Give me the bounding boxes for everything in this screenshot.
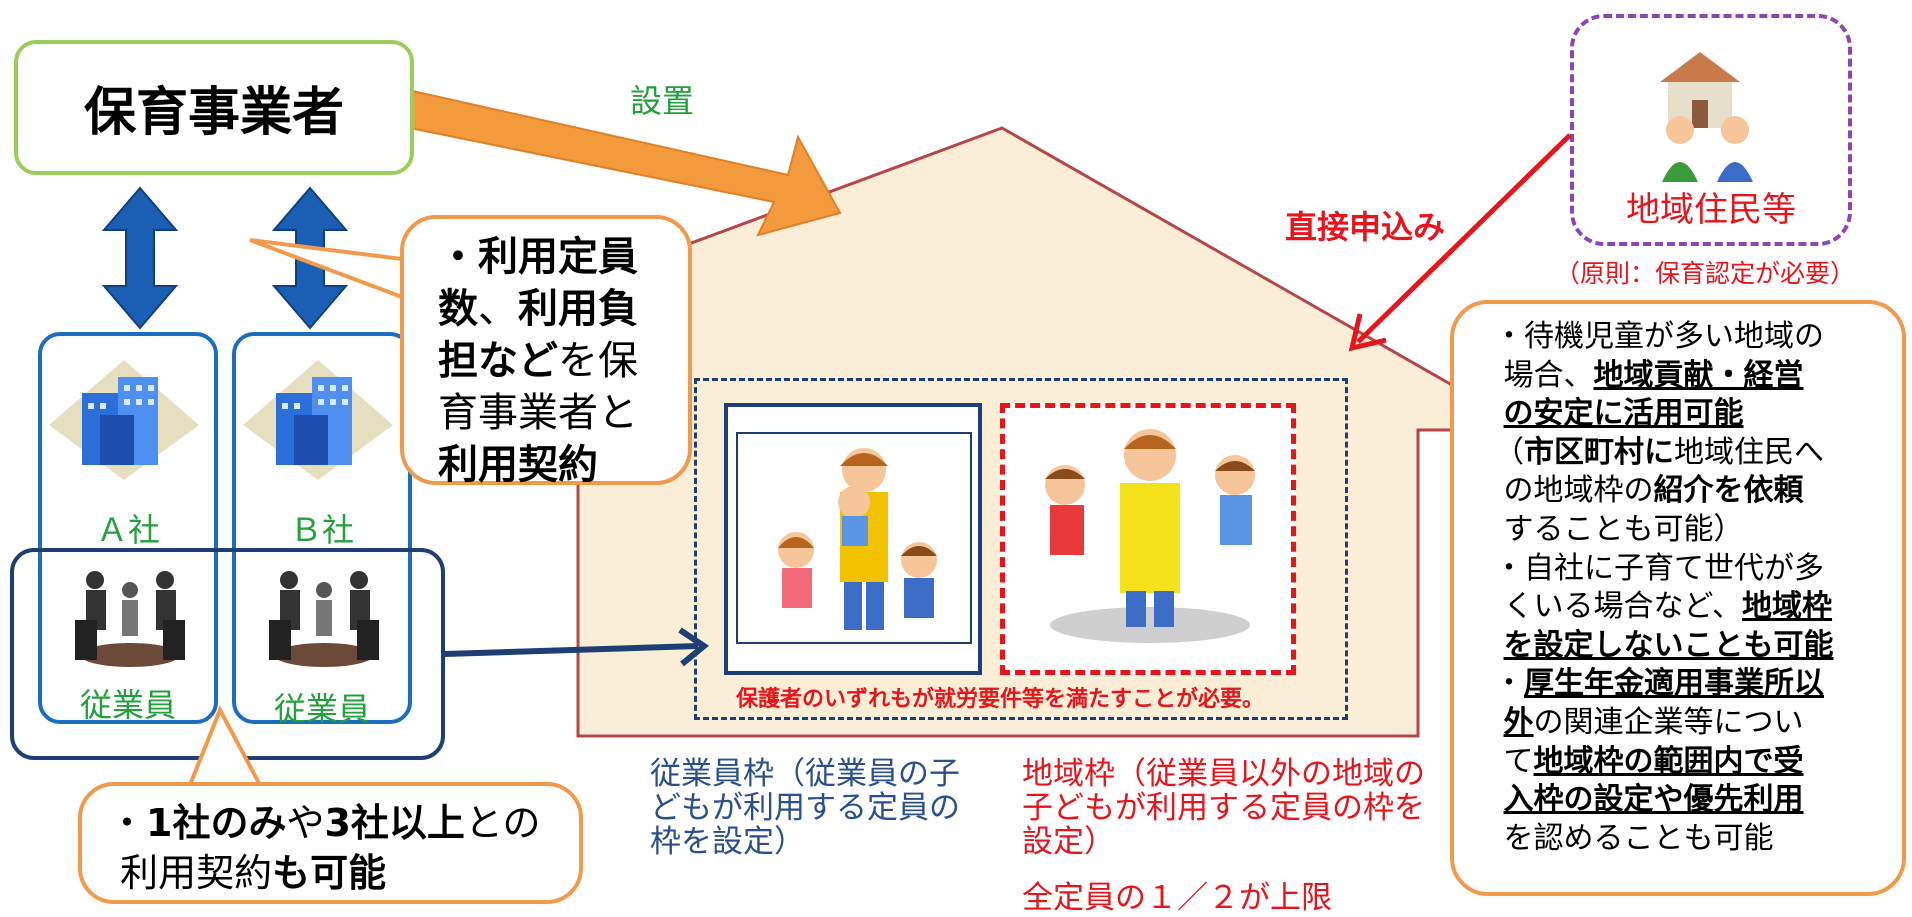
residents-label: 地域住民等 — [1626, 190, 1796, 230]
note-item: ・厚生年金適用事業所以 外の関連企業等につい て地域枠の範囲内で受 入枠の設定や… — [1494, 666, 1824, 856]
direct-apply-arrow — [1348, 133, 1572, 352]
company-a-employee-label: 従業員 — [79, 686, 176, 724]
right-notes-box: ・待機児童が多い地域の 場合、地域貢献・経営 の安定に活用可能 （市区町村に地域… — [1450, 300, 1906, 896]
community-quota-limit: 全定員の１／２が上限 — [1022, 880, 1332, 916]
residents-house-people-icon — [1660, 52, 1753, 182]
meeting-people-icon — [269, 571, 379, 667]
mother-children-illustration — [778, 448, 937, 630]
contract-callout: ・利用定員 数、利用負 担などを保 育事業者と 利用契約 — [400, 215, 692, 488]
multi-company-line1: ・1社のみや3社以上との — [108, 801, 541, 845]
contract-callout-tail — [249, 238, 412, 303]
contract-line: 育事業者と — [438, 390, 638, 436]
company-a-name: Ａ社 — [95, 511, 160, 549]
contract-line: 担などを保 — [438, 338, 638, 384]
direct-apply-label: 直接申込み — [1285, 208, 1446, 246]
employee-quota-arrow — [444, 627, 710, 667]
office-building-icon — [243, 360, 393, 480]
company-b-employee-label: 従業員 — [273, 690, 370, 728]
multi-company-callout-tail — [187, 705, 264, 787]
company-a-box — [38, 332, 218, 724]
multi-company-callout: ・1社のみや3社以上との 利用契約も可能 — [78, 782, 583, 904]
setup-arrow — [398, 88, 842, 237]
note-item: ・自社に子育て世代が多 くいる場合など、地域枠 を設定しないことも可能 — [1494, 550, 1834, 663]
caregiver-children-illustration — [1045, 429, 1255, 643]
contract-line: ・利用定員 — [438, 234, 638, 280]
employee-quota-caption: 従業員枠（従業員の子どもが利用する定員の枠を設定） — [650, 756, 960, 860]
residents-note: （原則：保育認定が必要） — [1555, 259, 1856, 288]
multi-company-line2: 利用契約も可能 — [108, 851, 387, 895]
operator-box: 保育事業者 — [14, 40, 414, 175]
office-building-icon — [49, 360, 199, 480]
contract-line: 利用契約 — [438, 442, 598, 488]
note-item: ・待機児童が多い地域の 場合、地域貢献・経営 の安定に活用可能 — [1494, 319, 1824, 432]
quota-area — [694, 378, 1348, 720]
operator-label: 保育事業者 — [83, 83, 344, 143]
contract-line: 数、利用負 — [438, 286, 638, 332]
double-arrow-a — [101, 186, 179, 330]
company-b-name: Ｂ社 — [289, 511, 354, 549]
note-item: （市区町村に地域住民へ の地域枠の紹介を依頼 することも可能） — [1494, 434, 1824, 547]
requirement-note: 保護者のいずれもが就労要件等を満たすことが必要。 — [736, 687, 1265, 712]
company-b-box — [232, 332, 412, 724]
residents-box — [1570, 14, 1852, 246]
meeting-people-icon — [75, 571, 185, 667]
setup-label: 設置 — [630, 82, 695, 120]
community-quota-caption: 地域枠（従業員以外の地域の子どもが利用する定員の枠を設定） — [1022, 756, 1425, 860]
